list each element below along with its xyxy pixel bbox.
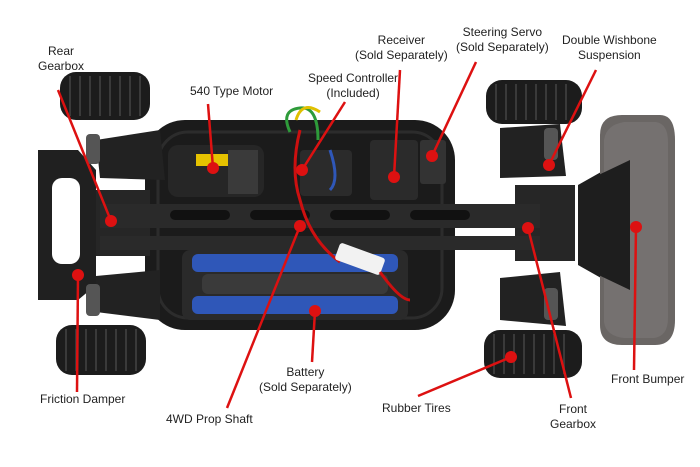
dot-speed-controller <box>296 164 308 176</box>
label-prop-shaft: 4WD Prop Shaft <box>166 412 253 427</box>
label-receiver: Receiver (Sold Separately) <box>355 33 448 63</box>
label-line: Steering Servo <box>462 25 543 39</box>
label-double-wishbone: Double Wishbone Suspension <box>562 33 657 63</box>
dot-motor <box>207 162 219 174</box>
leader-prop-shaft <box>225 225 302 409</box>
label-line: Suspension <box>578 48 641 62</box>
dot-rubber-tires <box>505 351 517 363</box>
label-friction-damper: Friction Damper <box>40 392 125 407</box>
wheel-rear-left <box>60 72 150 120</box>
label-line: Rear <box>48 44 75 58</box>
label-line: Front Bumper <box>611 372 685 386</box>
dot-steering-servo <box>426 150 438 162</box>
leader-steering-servo <box>430 61 478 157</box>
dot-double-wishbone <box>543 159 555 171</box>
leader-front-gearbox <box>526 227 573 399</box>
dot-front-gearbox <box>522 222 534 234</box>
label-rubber-tires: Rubber Tires <box>382 401 451 416</box>
label-line: Battery <box>286 365 325 379</box>
leader-friction-damper <box>75 274 80 393</box>
leader-rubber-tires <box>417 355 512 398</box>
label-line: (Included) <box>326 86 380 100</box>
label-line: Double Wishbone <box>562 33 657 47</box>
leader-battery <box>310 310 317 363</box>
label-steering-servo: Steering Servo (Sold Separately) <box>456 25 549 55</box>
label-line: Receiver <box>377 33 426 47</box>
label-line: Speed Controller <box>308 71 399 85</box>
dot-receiver <box>388 171 400 183</box>
dot-prop-shaft <box>294 220 306 232</box>
label-line: Rubber Tires <box>382 401 451 415</box>
label-front-bumper: Front Bumper <box>611 372 684 387</box>
label-line: (Sold Separately) <box>355 48 448 62</box>
dot-front-bumper <box>630 221 642 233</box>
label-line: Gearbox <box>550 417 597 431</box>
wheel-rear-right <box>56 325 146 375</box>
label-line: Front <box>559 402 588 416</box>
label-line: (Sold Separately) <box>456 40 549 54</box>
leader-receiver <box>392 69 402 178</box>
dot-battery <box>309 305 321 317</box>
label-line: 540 Type Motor <box>190 84 274 98</box>
label-rear-gearbox: Rear Gearbox <box>38 44 84 74</box>
label-battery: Battery (Sold Separately) <box>259 365 352 395</box>
label-line: Gearbox <box>38 59 85 73</box>
label-line: (Sold Separately) <box>259 380 352 394</box>
leader-motor <box>206 103 215 169</box>
leader-rear-gearbox <box>56 89 113 222</box>
wheel-front-left <box>486 80 582 124</box>
wheel-front-right <box>484 330 582 378</box>
dot-friction-damper <box>72 269 84 281</box>
label-speed-controller: Speed Controller (Included) <box>308 71 398 101</box>
label-line: 4WD Prop Shaft <box>166 412 253 426</box>
label-motor: 540 Type Motor <box>190 84 273 99</box>
leader-speed-controller <box>300 101 347 171</box>
label-line: Friction Damper <box>40 392 126 406</box>
leader-double-wishbone <box>547 69 598 166</box>
leader-front-bumper <box>632 226 638 371</box>
label-front-gearbox: Front Gearbox <box>550 402 596 432</box>
dot-rear-gearbox <box>105 215 117 227</box>
